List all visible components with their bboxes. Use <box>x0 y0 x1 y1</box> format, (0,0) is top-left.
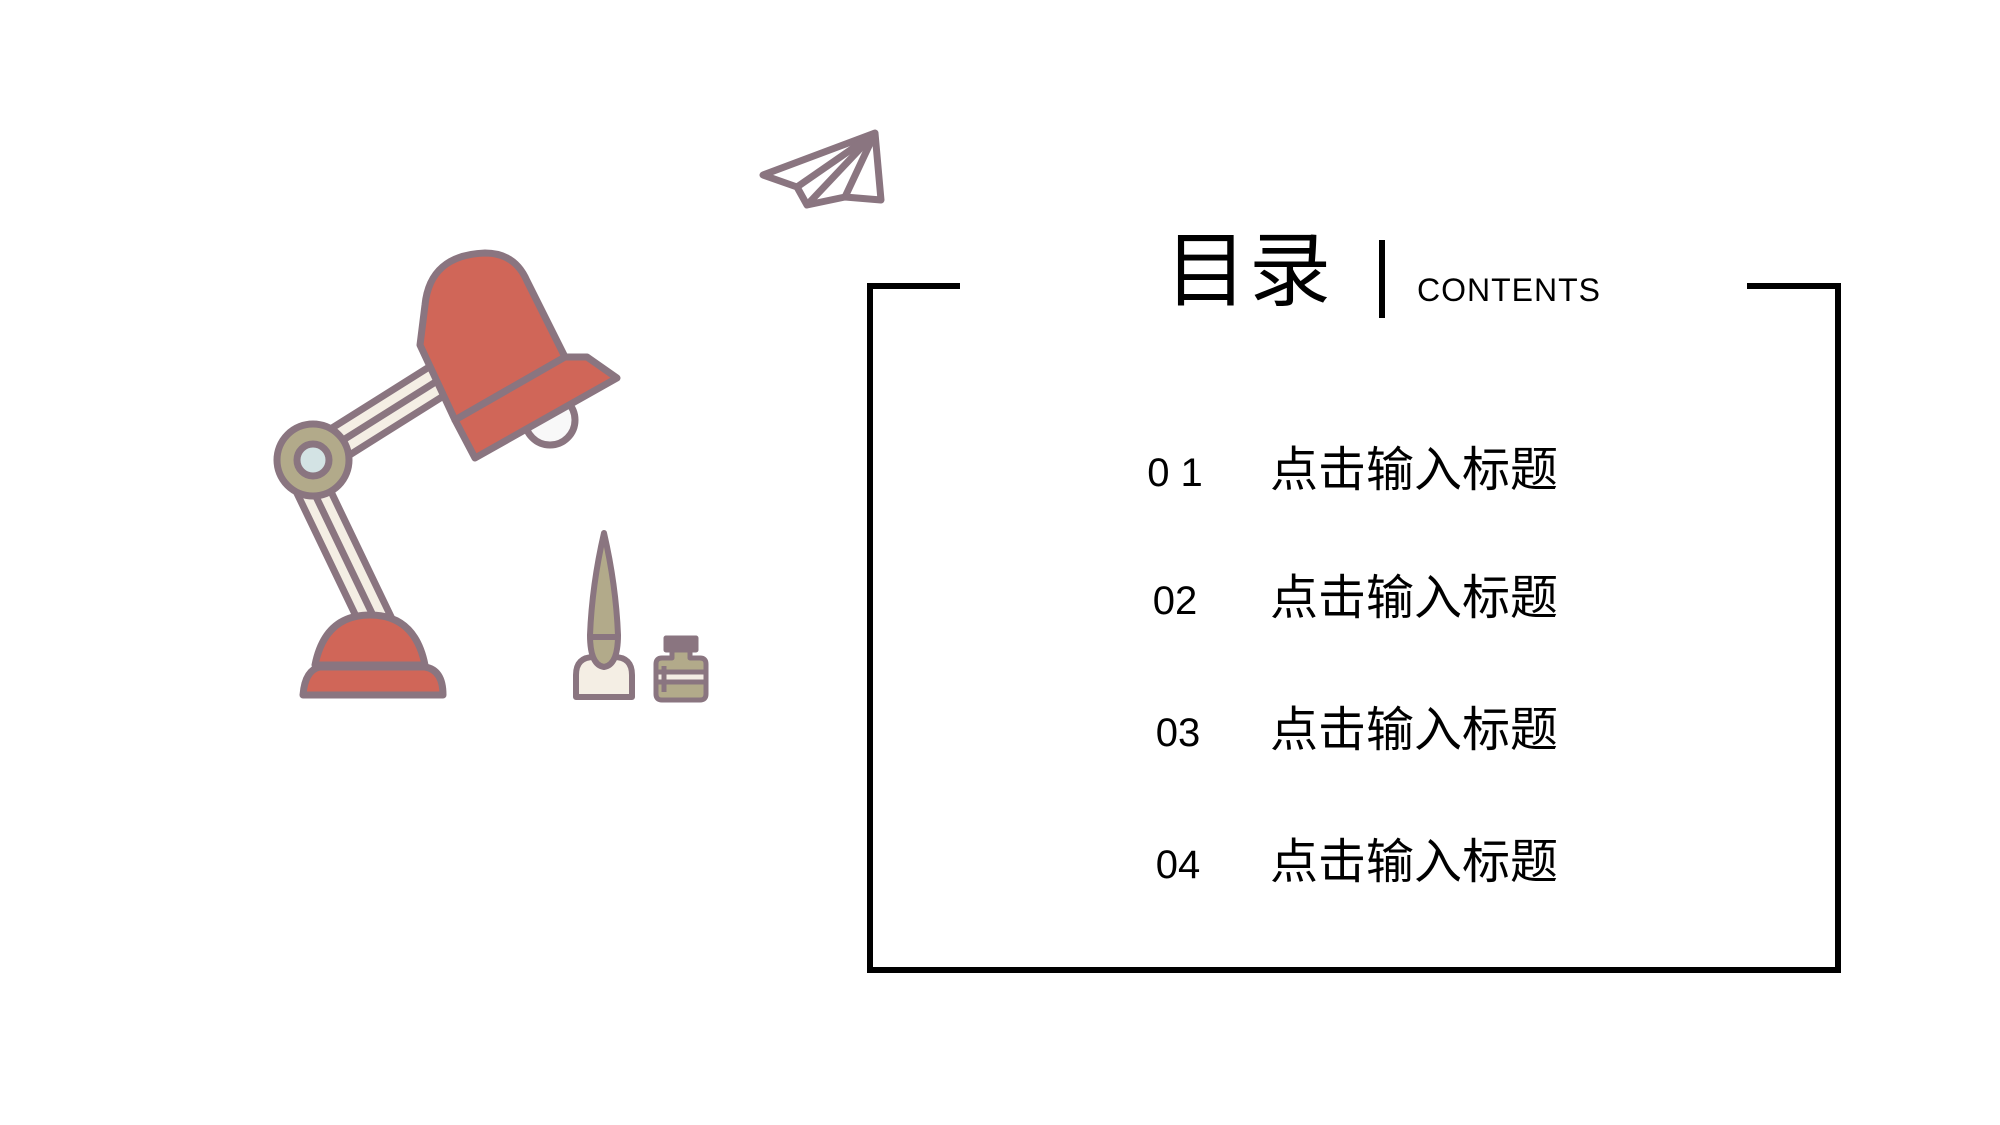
page-subtitle: CONTENTS <box>1417 272 1601 308</box>
item-title[interactable]: 点击输入标题 <box>1270 834 1559 890</box>
item-number: 02 <box>1152 579 1198 623</box>
item-title[interactable]: 点击输入标题 <box>1270 442 1559 498</box>
page-title: 目录 <box>1165 224 1334 319</box>
item-number: 03 <box>1155 711 1201 755</box>
item-title[interactable]: 点击输入标题 <box>1270 702 1559 758</box>
item-number: 0 1 <box>1147 451 1203 495</box>
frame-top-right <box>1747 283 1841 289</box>
frame-bottom <box>867 967 1841 973</box>
item-title[interactable]: 点击输入标题 <box>1270 570 1559 626</box>
ink-bottle-icon <box>653 635 709 703</box>
frame-left <box>867 283 873 973</box>
ink-brush-icon <box>573 530 635 700</box>
item-number: 04 <box>1155 843 1201 887</box>
contents-item-2[interactable]: 02 点击输入标题 <box>1130 568 1630 628</box>
frame-right <box>1835 283 1841 973</box>
contents-item-1[interactable]: 0 1 点击输入标题 <box>1130 440 1630 500</box>
frame-top-left <box>867 283 960 289</box>
title-divider <box>1379 240 1385 318</box>
contents-item-4[interactable]: 04 点击输入标题 <box>1130 832 1630 892</box>
contents-item-3[interactable]: 03 点击输入标题 <box>1130 700 1630 760</box>
paper-plane-icon <box>759 129 885 209</box>
desk-lamp-icon <box>273 249 621 699</box>
